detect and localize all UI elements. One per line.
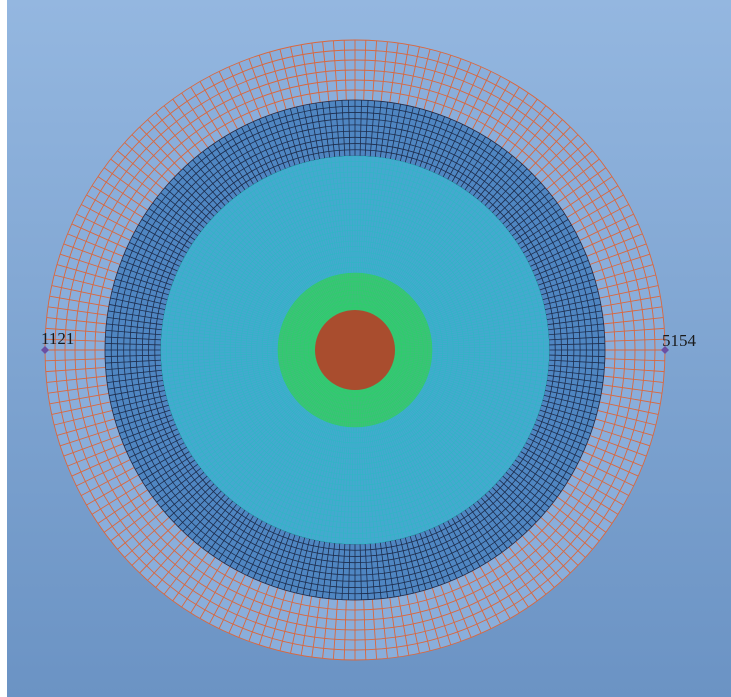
node-label-5154: 5154 (662, 331, 696, 350)
node-markers (41, 346, 669, 354)
node-1121-marker[interactable] (41, 346, 49, 354)
circular-mesh (41, 39, 669, 661)
mesh-viewport[interactable]: 1121 5154 (7, 0, 731, 697)
core-region (315, 310, 395, 390)
node-5154-marker[interactable] (661, 346, 669, 354)
node-label-1121: 1121 (41, 329, 75, 348)
